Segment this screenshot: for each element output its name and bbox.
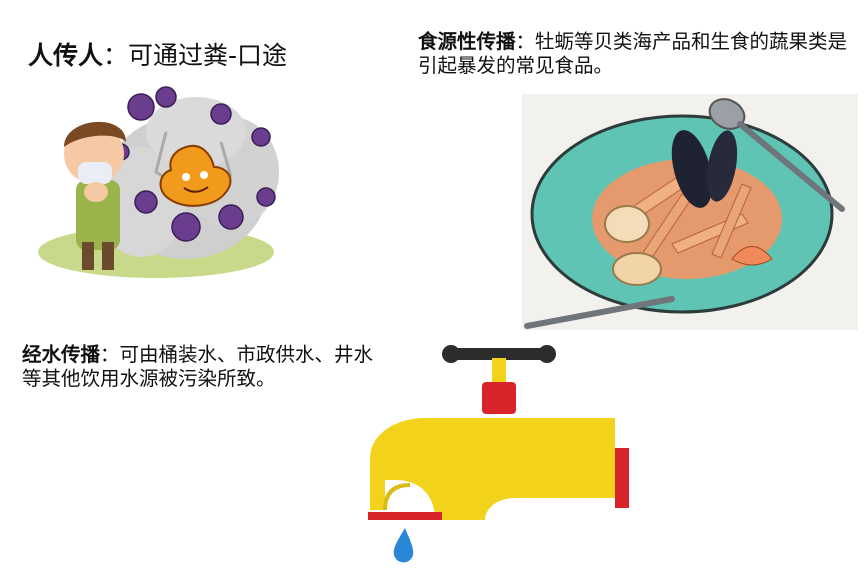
main-virus-icon [159,144,232,207]
caption-person-to-person: 人传人：可通过粪-口途 [28,40,287,71]
caption-foodborne: 食源性传播：牡蛎等贝类海产品和生食的蔬果类是引起暴发的常见食品。 [418,30,858,79]
faucet-body [370,418,615,520]
mussel-shells [671,130,738,208]
caption-water-text: 可由桶装水、市政供水、井水等其他饮用水源被污染所致。 [22,343,374,391]
clam-shells [604,205,662,286]
faucet-pipe-cap [615,448,629,508]
caption-food-separator: ： [515,30,536,53]
caption-water-title: 经水传播 [22,343,101,366]
purple-virus-icons [112,86,276,242]
caption-person-title: 人传人 [28,41,104,70]
caption-waterborne: 经水传播：可由桶装水、市政供水、井水等其他饮用水源被污染所致。 [22,343,382,392]
faucet-nozzle [368,512,442,520]
faucet-shade [383,483,411,511]
seafood-plate-illustration [522,94,858,330]
faucet-illustration [368,345,629,563]
sneezing-person-illustration [38,86,279,278]
spoon [708,98,845,212]
caption-water-separator: ： [100,343,120,366]
fork [524,296,675,329]
faucet-handle [442,345,556,414]
caption-food-title: 食源性传播 [418,30,516,53]
caption-person-text: 可通过粪-口途 [128,41,288,70]
shrimp [731,246,773,266]
caption-person-separator: ： [103,41,129,70]
caption-food-text: 牡蛎等贝类海产品和生食的蔬果类是引起暴发的常见食品。 [418,30,848,78]
tissue [78,162,112,184]
person-figure [64,121,126,270]
water-drop-icon [393,528,414,563]
